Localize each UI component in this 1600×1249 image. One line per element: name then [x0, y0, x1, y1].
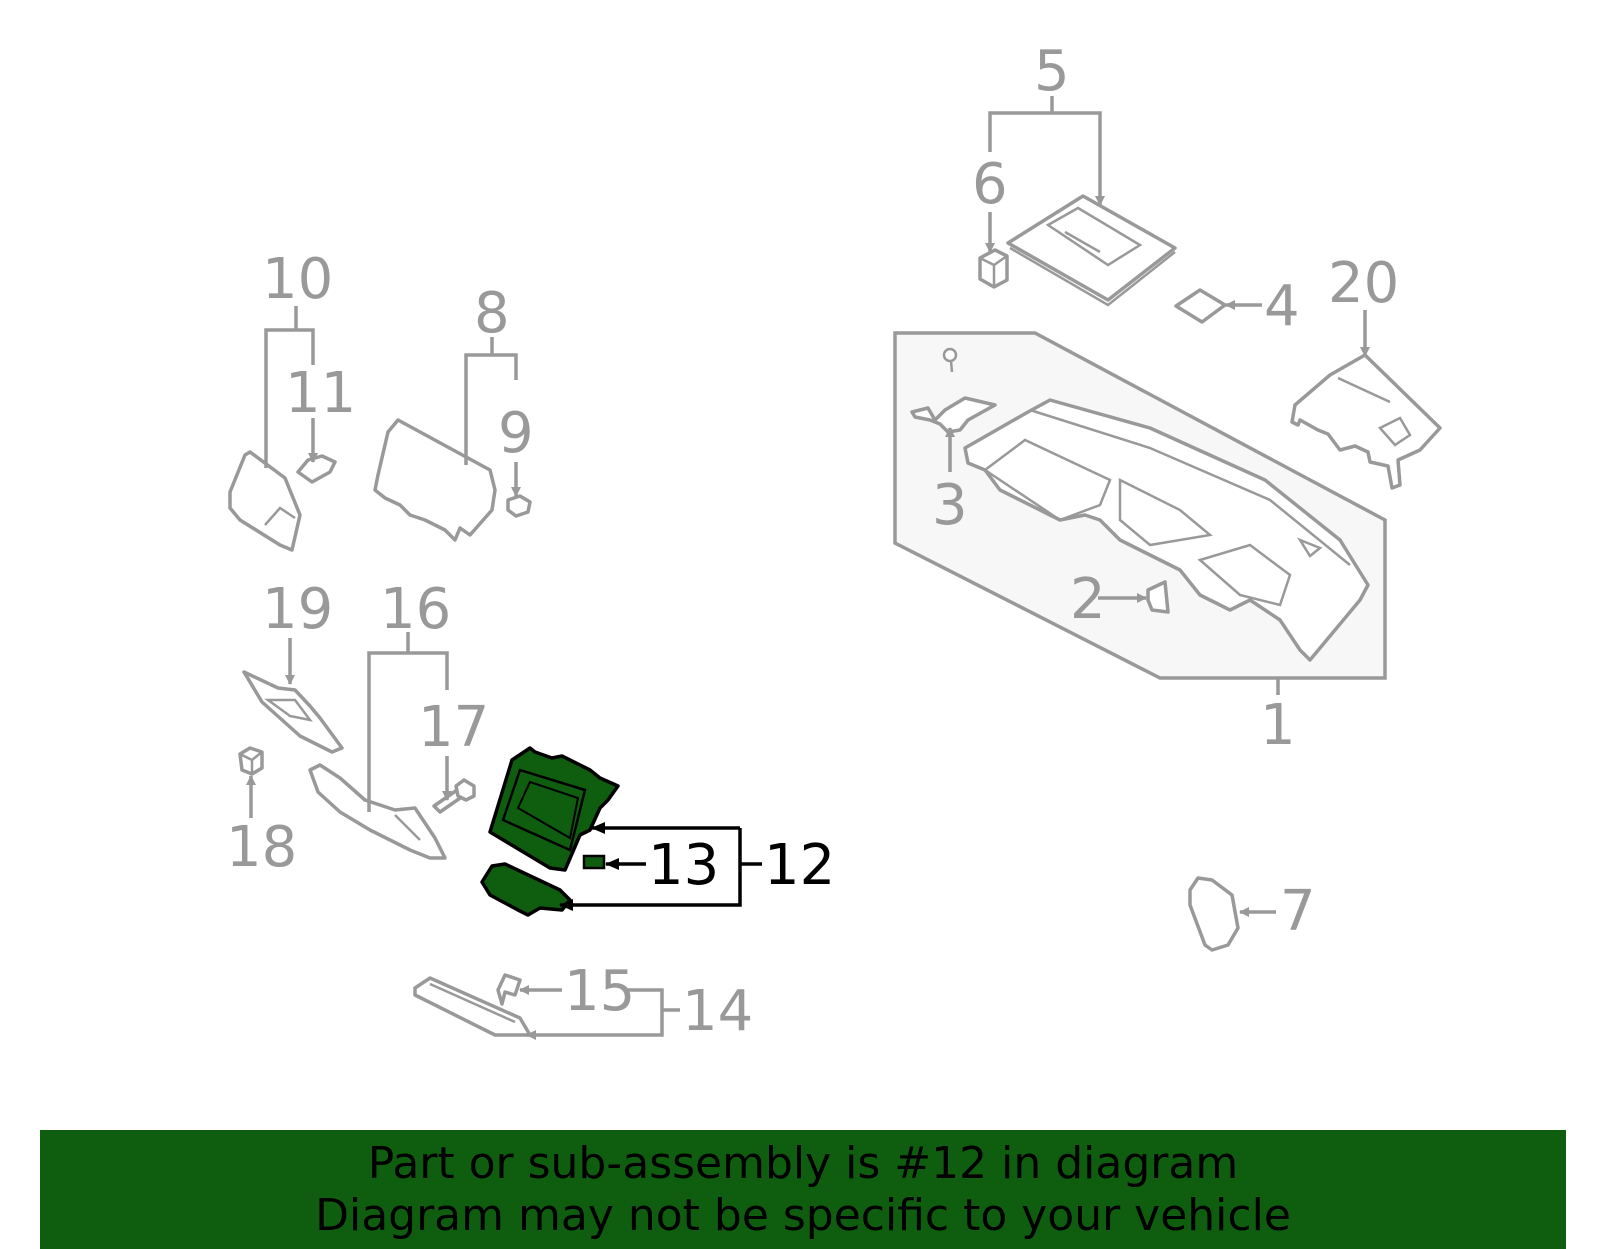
- part-8-cluster-hood[interactable]: [373, 418, 497, 542]
- callout-14[interactable]: 14: [682, 979, 753, 1044]
- callout-8[interactable]: 8: [474, 281, 510, 346]
- callout-6[interactable]: 6: [972, 152, 1008, 217]
- part-17-bolt[interactable]: [432, 778, 476, 814]
- banner-line-2: Diagram may not be specific to your vehi…: [315, 1190, 1291, 1241]
- leader-8: [464, 337, 518, 465]
- part-2-clip[interactable]: [1146, 580, 1170, 614]
- part-15-clip[interactable]: [496, 973, 522, 1006]
- part-19-trim[interactable]: [242, 670, 344, 754]
- callout-19[interactable]: 19: [262, 577, 333, 642]
- part-7-trim[interactable]: [1188, 876, 1240, 952]
- callout-13[interactable]: 13: [648, 833, 719, 898]
- part-9-clip[interactable]: [506, 494, 532, 518]
- callout-20[interactable]: 20: [1328, 251, 1399, 316]
- part-20-side-vent-cover[interactable]: [1290, 353, 1442, 490]
- info-banner: Part or sub-assembly is #12 in diagram D…: [40, 1130, 1566, 1249]
- leader-16: [367, 632, 449, 812]
- callout-2[interactable]: 2: [1070, 567, 1106, 632]
- leader-14: [526, 988, 680, 1040]
- callout-10[interactable]: 10: [262, 247, 333, 312]
- part-6-clip[interactable]: [978, 248, 1009, 289]
- part-10-side-cover[interactable]: [228, 450, 302, 552]
- banner-line-1: Part or sub-assembly is #12 in diagram: [367, 1138, 1239, 1189]
- part-4-clip[interactable]: [1174, 288, 1227, 324]
- part-12-center-panel[interactable]: [480, 746, 620, 917]
- callout-1[interactable]: 1: [1260, 693, 1296, 758]
- part-13-clip[interactable]: [582, 854, 606, 870]
- leader-12: [559, 822, 762, 911]
- callout-18[interactable]: 18: [226, 815, 297, 880]
- part-18-clip[interactable]: [238, 746, 264, 776]
- part-5-top-vent-panel[interactable]: [1006, 194, 1177, 307]
- callout-5[interactable]: 5: [1034, 39, 1070, 104]
- callout-4[interactable]: 4: [1264, 274, 1300, 339]
- callout-9[interactable]: 9: [498, 401, 534, 466]
- callout-15[interactable]: 15: [564, 959, 635, 1024]
- callout-11[interactable]: 11: [285, 361, 356, 426]
- callout-17[interactable]: 17: [418, 695, 489, 760]
- callout-16[interactable]: 16: [380, 577, 451, 642]
- callout-12[interactable]: 12: [764, 833, 835, 898]
- callout-3[interactable]: 3: [932, 473, 968, 538]
- part-11-connector[interactable]: [296, 454, 337, 484]
- leader-5: [988, 96, 1105, 206]
- leader-10: [264, 306, 315, 468]
- part-1-dashboard-panel[interactable]: [893, 331, 1387, 680]
- part-16-knee-panel[interactable]: [308, 763, 447, 860]
- callout-7[interactable]: 7: [1280, 879, 1316, 944]
- part-3-bracket[interactable]: [910, 347, 997, 434]
